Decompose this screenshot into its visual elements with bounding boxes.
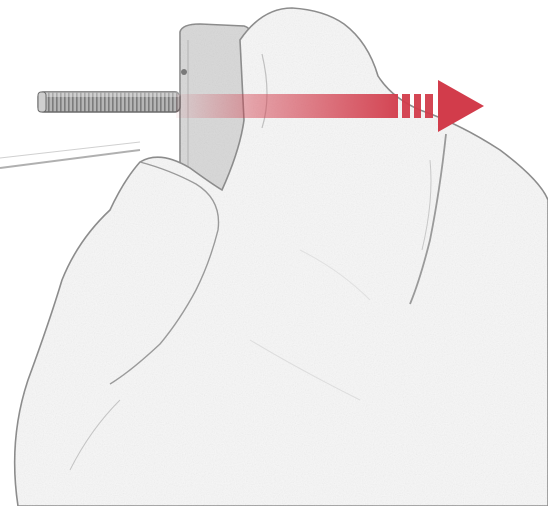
screw (38, 92, 180, 112)
table-edge (0, 142, 140, 168)
hand (15, 8, 548, 506)
